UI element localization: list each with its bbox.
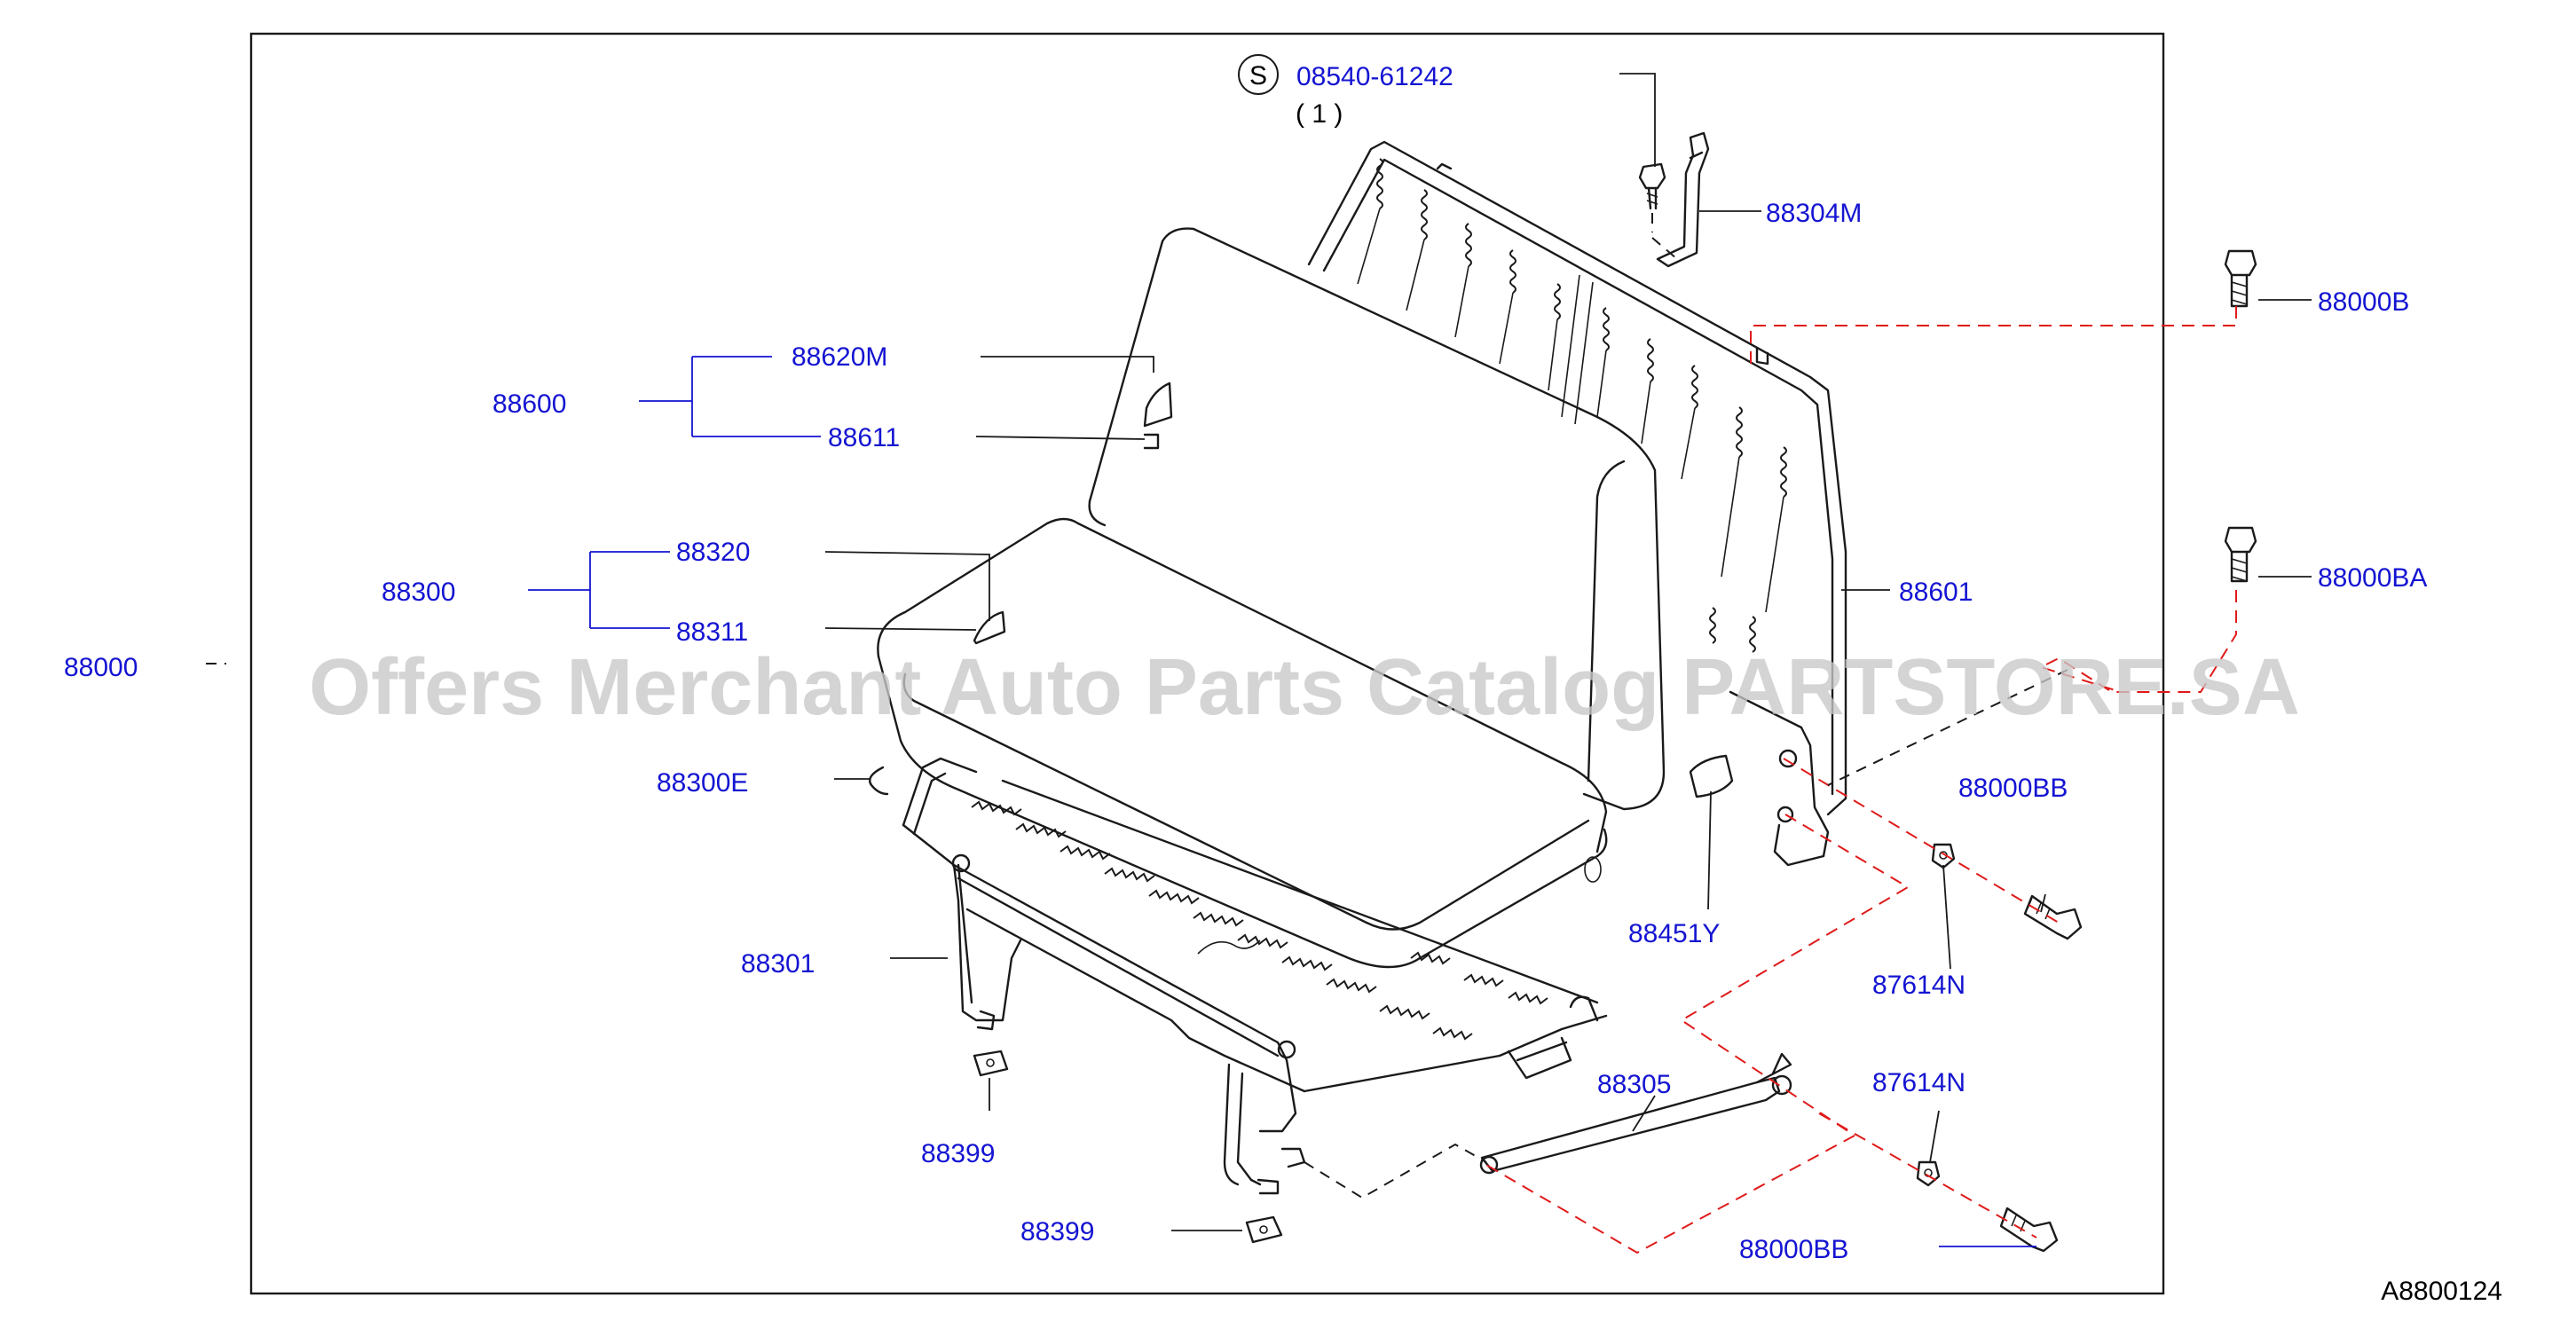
- label-88000BB-lower[interactable]: 88000BB: [1739, 1235, 1848, 1264]
- screw-08540-61242: [1638, 162, 1666, 210]
- label-88000BB-upper[interactable]: 88000BB: [1958, 774, 2068, 803]
- label-88399-lower[interactable]: 88399: [1020, 1217, 1094, 1246]
- label-88611[interactable]: 88611: [828, 423, 900, 452]
- standard-part-quantity: ( 1 ): [1296, 99, 1343, 129]
- seat-frame-springs: [971, 800, 1548, 1041]
- stay-88305: [1479, 1052, 1792, 1175]
- bolt-88000BB-upper: [2023, 894, 2083, 940]
- label-88300E[interactable]: 88300E: [657, 768, 748, 798]
- label-88000-cut[interactable]: 88000: [64, 653, 138, 682]
- label-88451Y[interactable]: 88451Y: [1628, 919, 1720, 948]
- bolt-88000B: [2224, 249, 2257, 308]
- stopper-88399-lower: [1245, 1215, 1283, 1244]
- bolt-88000BB-lower: [1999, 1207, 2059, 1253]
- label-88320[interactable]: 88320: [676, 538, 750, 567]
- label-87614N-upper[interactable]: 87614N: [1872, 971, 1965, 1000]
- label-88000B[interactable]: 88000B: [2318, 287, 2409, 317]
- stopper-88399-upper: [973, 1050, 1009, 1077]
- label-88300[interactable]: 88300: [382, 578, 455, 607]
- bracket-88304M: [1656, 131, 1710, 268]
- leader-lines: [528, 73, 2312, 1247]
- nut-87614N-upper: [1931, 843, 1956, 869]
- watermark-text: Offers Merchant Auto Parts Catalog PARTS…: [309, 643, 2300, 732]
- label-88601[interactable]: 88601: [1899, 578, 1973, 607]
- label-88600[interactable]: 88600: [492, 389, 566, 419]
- label-88399-upper[interactable]: 88399: [921, 1139, 995, 1168]
- seat-back-frame: [1307, 140, 1847, 867]
- label-88000BA[interactable]: 88000BA: [2318, 563, 2427, 593]
- standard-part-badge: [1238, 54, 1279, 95]
- cap-88451Y: [1689, 754, 1734, 798]
- seat-frame: [902, 757, 1608, 1195]
- label-88311[interactable]: 88311: [676, 617, 748, 647]
- assembly-lines-red: [1485, 306, 2237, 1254]
- label-08540-61242[interactable]: 08540-61242: [1296, 62, 1453, 91]
- clip-88300E: [868, 766, 889, 796]
- reference-code: A8800124: [2381, 1277, 2502, 1306]
- label-87614N-lower[interactable]: 87614N: [1872, 1068, 1965, 1097]
- label-88620M[interactable]: 88620M: [792, 342, 887, 372]
- seat-back-springs: [1357, 158, 1787, 653]
- label-88305[interactable]: 88305: [1597, 1070, 1671, 1099]
- diagram-frame: [249, 32, 2165, 1295]
- seat-back-cushion: [1088, 227, 1666, 811]
- seat-cushion: [877, 517, 1608, 969]
- label-88301[interactable]: 88301: [741, 949, 815, 979]
- label-88304M[interactable]: 88304M: [1766, 199, 1862, 228]
- bolt-88000BA: [2224, 526, 2257, 583]
- standard-part-symbol: S: [1249, 61, 1267, 90]
- nut-87614N-lower: [1916, 1160, 1941, 1187]
- assembly-lines-black: [206, 213, 2068, 1199]
